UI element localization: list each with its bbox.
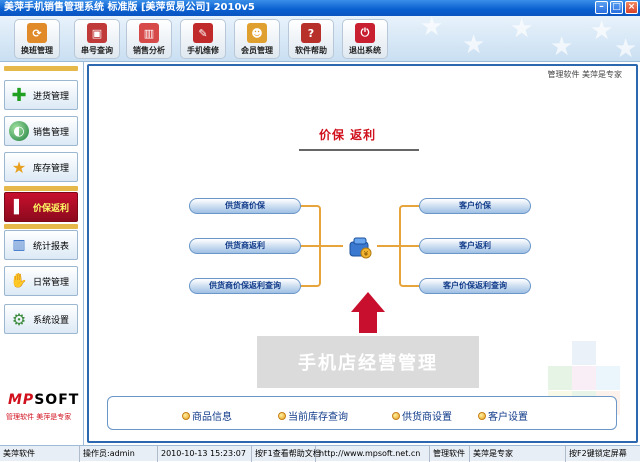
supplier-rebate-button[interactable]: 供货商返利 xyxy=(189,238,301,254)
status-app: 美萍软件 xyxy=(0,446,80,462)
up-arrow-stem xyxy=(359,311,377,333)
sidebar: ✚ 进货管理 ◐ 销售管理 ★ 库存管理 ▌ 价保返利 ▥ 统计报表 ✋ 日常管… xyxy=(0,62,84,445)
plus-icon: ✚ xyxy=(11,84,27,106)
bullet-icon xyxy=(278,411,286,420)
sidebar-divider xyxy=(4,66,78,71)
pay-icon: ▌ xyxy=(14,199,24,215)
section-title: 价保 返利 xyxy=(319,128,377,142)
phone-repair-icon: ✎ xyxy=(193,23,213,43)
customer-query-button[interactable]: 客户价保返利查询 xyxy=(419,278,531,294)
customer-rebate-button[interactable]: 客户返利 xyxy=(419,238,531,254)
sidebar-divider xyxy=(4,224,78,229)
bullet-icon xyxy=(478,411,486,420)
money-bag-icon: ¥ xyxy=(349,237,372,259)
status-help-hint: 按F1查看帮助文档 xyxy=(252,446,321,462)
quick-link-supplier-settings[interactable]: 供货商设置 xyxy=(392,408,452,423)
close-button[interactable]: × xyxy=(625,1,638,14)
sidebar-item-daily[interactable]: ✋ 日常管理 xyxy=(4,266,78,296)
window-title: 美萍手机销售管理系统 标准版 [美萍贸易公司] 2010v5 xyxy=(4,2,255,13)
exit-icon: ⏻ xyxy=(355,23,375,43)
supplier-query-button[interactable]: 供货商价保返利查询 xyxy=(189,278,301,294)
serial-search-icon: ▣ xyxy=(87,23,107,43)
mpsoft-logo: MPSOFT xyxy=(8,392,80,408)
status-bar: 美萍软件 操作员:admin 2010-10-13 15:23:07 按F1查看… xyxy=(0,445,640,462)
exit-button[interactable]: ⏻ 退出系统 xyxy=(342,19,388,59)
status-brand1: 管理软件 xyxy=(430,446,470,462)
status-operator: 操作员:admin xyxy=(80,446,158,462)
star-icon: ★ xyxy=(11,157,27,177)
shift-change-button[interactable]: ⟳ 换班管理 xyxy=(14,19,60,59)
phone-repair-button[interactable]: ✎ 手机维修 xyxy=(180,19,226,59)
help-icon: ? xyxy=(301,23,321,43)
svg-text:¥: ¥ xyxy=(364,250,369,258)
gear-icon: ⚙ xyxy=(11,309,27,329)
bullet-icon xyxy=(182,411,190,420)
promo-banner: 手机店经营管理 xyxy=(257,336,479,388)
quick-link-stock-query[interactable]: 当前库存查询 xyxy=(278,408,348,423)
handshake-icon: ✋ xyxy=(10,273,28,289)
chart-icon: ▥ xyxy=(12,237,26,253)
right-connector-line xyxy=(377,245,399,247)
stars-decoration: ★★ ★★ ★★ xyxy=(420,12,638,64)
help-button[interactable]: ? 软件帮助 xyxy=(288,19,334,59)
member-button[interactable]: ☻ 会员管理 xyxy=(234,19,280,59)
member-icon: ☻ xyxy=(247,23,267,43)
up-arrow-icon xyxy=(351,292,385,312)
main-toolbar: ★★ ★★ ★★ ⟳ 换班管理 ▣ 串号查询 ▥ 销售分析 ✎ 手机维修 ☻ 会… xyxy=(0,12,640,64)
status-website: http://www.mpsoft.net.cn xyxy=(316,446,430,462)
sidebar-item-purchase[interactable]: ✚ 进货管理 xyxy=(4,80,78,110)
globe-icon: ◐ xyxy=(9,121,29,141)
sales-analysis-button[interactable]: ▥ 销售分析 xyxy=(126,19,172,59)
status-datetime: 2010-10-13 15:23:07 xyxy=(158,446,252,462)
quick-links-bar: 商品信息 当前库存查询 供货商设置 客户设置 xyxy=(107,396,617,430)
quick-link-products[interactable]: 商品信息 xyxy=(182,408,232,423)
sidebar-slogan: 管理软件 美萍是专家 xyxy=(6,413,72,421)
main-tagline: 管理软件 美萍是专家 xyxy=(547,70,622,79)
maximize-button[interactable]: □ xyxy=(610,1,623,14)
sidebar-item-inventory[interactable]: ★ 库存管理 xyxy=(4,152,78,182)
sidebar-divider xyxy=(4,186,78,191)
status-lock-hint: 按F2键锁定屏幕 xyxy=(569,449,627,458)
sidebar-item-reports[interactable]: ▥ 统计报表 xyxy=(4,230,78,260)
minimize-button[interactable]: – xyxy=(595,1,608,14)
serial-search-button[interactable]: ▣ 串号查询 xyxy=(74,19,120,59)
bullet-icon xyxy=(392,411,400,420)
status-brand2: 美萍是专家 xyxy=(470,446,566,462)
right-middle-line xyxy=(399,245,419,247)
main-panel: 管理软件 美萍是专家 价保 返利 供货商价保 供货商返利 供货商价保返利查询 ¥… xyxy=(85,62,640,445)
sidebar-item-sales[interactable]: ◐ 销售管理 xyxy=(4,116,78,146)
left-connector-line xyxy=(321,245,343,247)
shift-change-icon: ⟳ xyxy=(27,23,47,43)
left-middle-line xyxy=(301,245,321,247)
window-titlebar: 美萍手机销售管理系统 标准版 [美萍贸易公司] 2010v5 – □ × xyxy=(0,0,640,16)
sidebar-item-settings[interactable]: ⚙ 系统设置 xyxy=(4,304,78,334)
main-frame: 管理软件 美萍是专家 价保 返利 供货商价保 供货商返利 供货商价保返利查询 ¥… xyxy=(87,64,638,443)
supplier-price-protect-button[interactable]: 供货商价保 xyxy=(189,198,301,214)
sidebar-item-price-protect[interactable]: ▌ 价保返利 xyxy=(4,192,78,222)
quick-link-customer-settings[interactable]: 客户设置 xyxy=(478,408,528,423)
customer-price-protect-button[interactable]: 客户价保 xyxy=(419,198,531,214)
sales-analysis-icon: ▥ xyxy=(139,23,159,43)
title-underline xyxy=(299,149,419,151)
